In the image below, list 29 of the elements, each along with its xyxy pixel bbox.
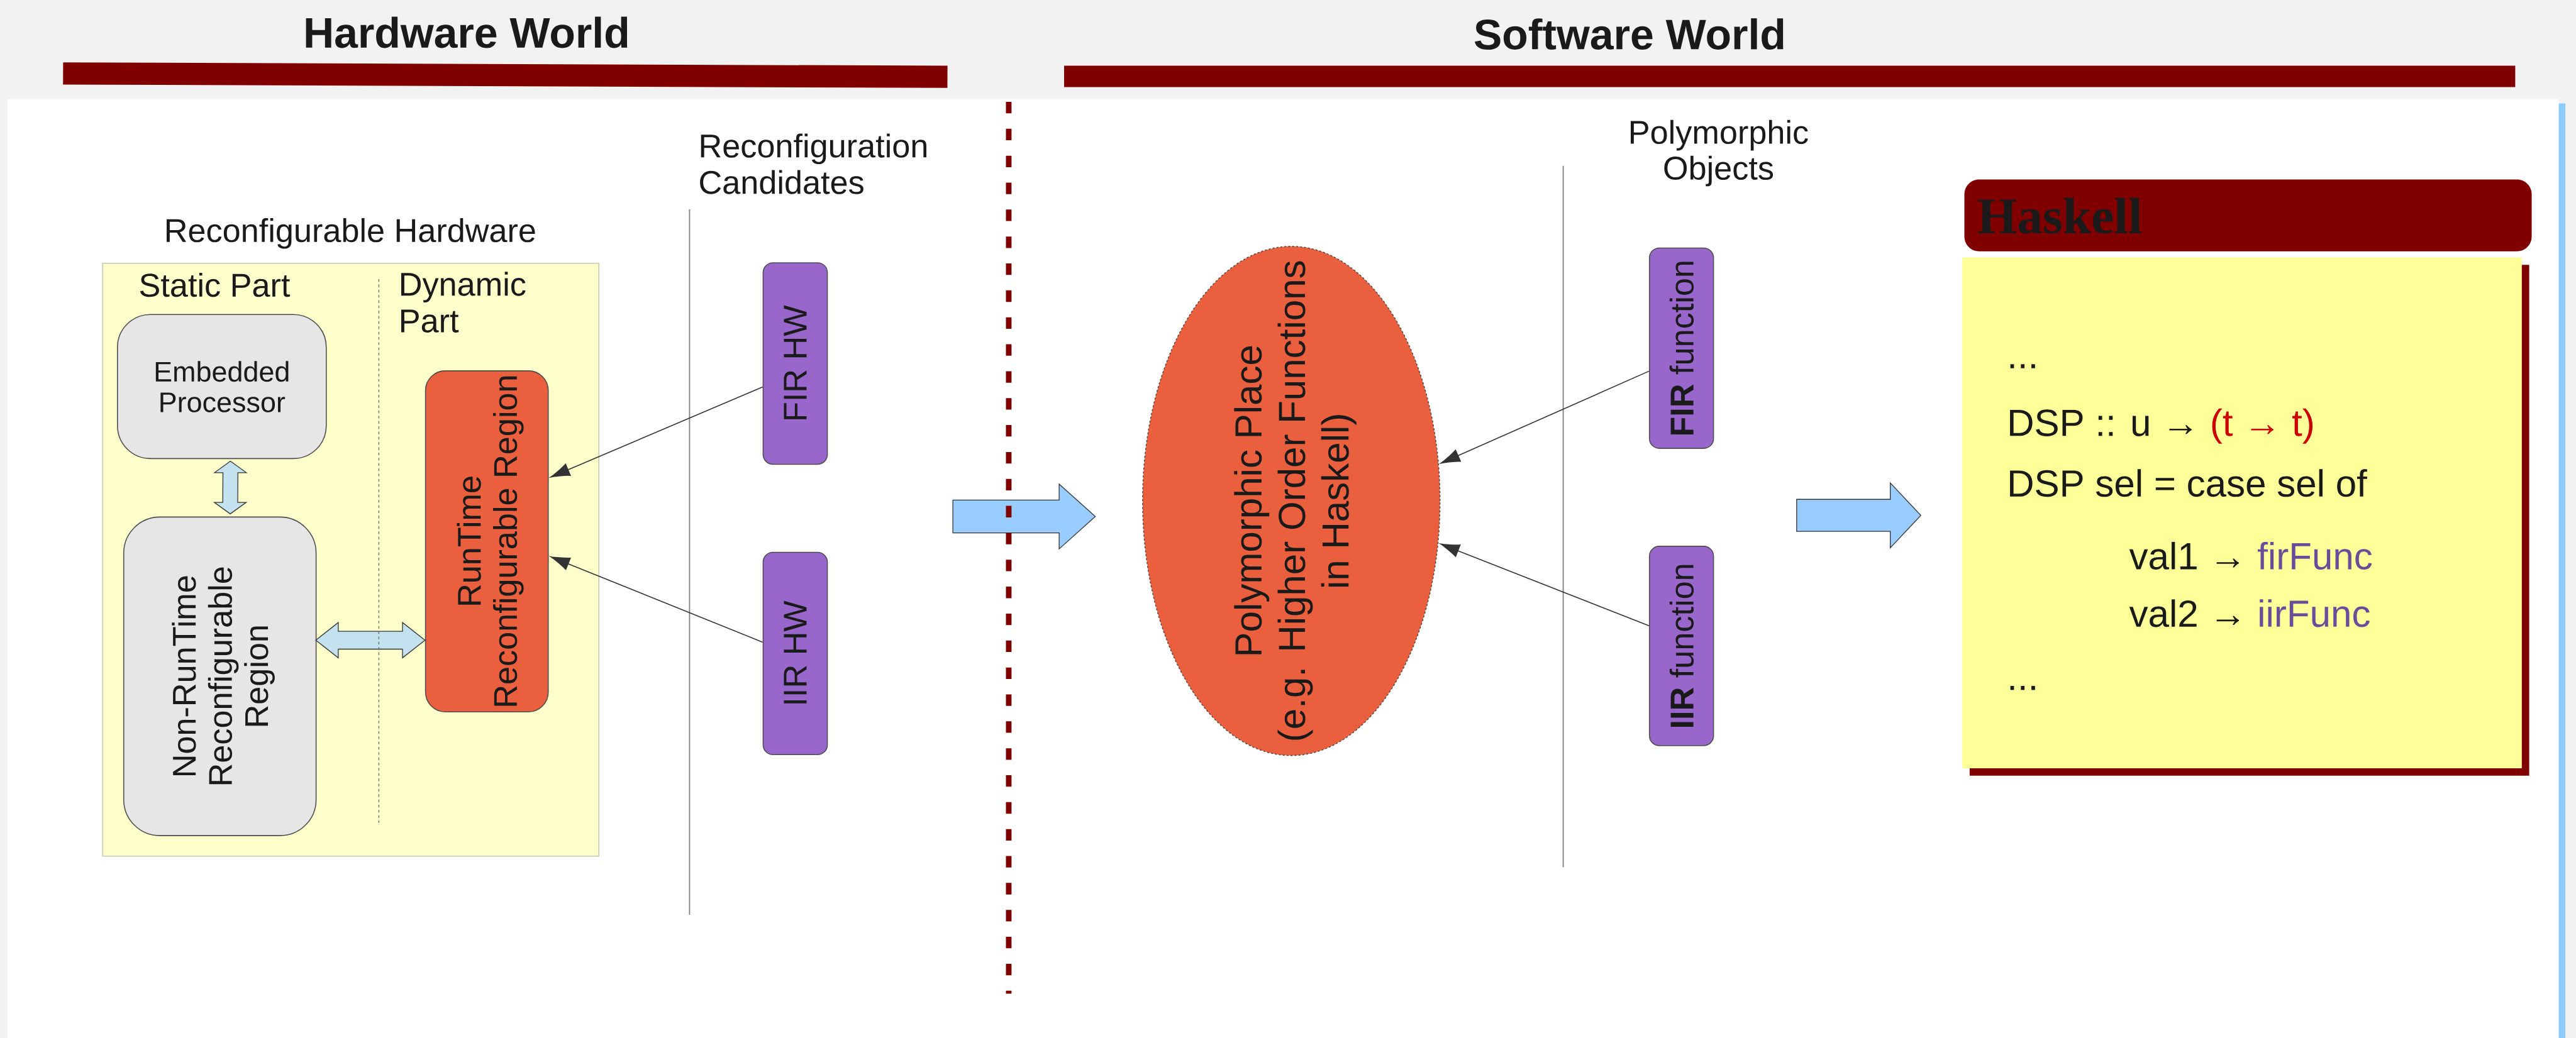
column-heading: Static Part	[140, 272, 291, 297]
code-line: ...	[2010, 686, 2035, 690]
arrow	[550, 386, 763, 478]
panel-heading: Reconfigurable Hardware	[167, 218, 535, 249]
code-line: DSP sel = case sel of	[2010, 469, 2367, 497]
section-heading: Hardware World	[306, 16, 628, 48]
processor-box: Embedded Processor	[117, 314, 327, 460]
block-arrow	[1796, 482, 1922, 549]
candidate-box: FIR HW	[762, 262, 828, 465]
region-box: Non-RunTime Reconfigurable Region	[123, 516, 317, 836]
region-box: RunTime Reconfigurable Region	[425, 370, 549, 712]
column-heading: Polymorphic Objects	[1631, 119, 1808, 187]
code-line: DSP :: u → (t → t)	[2010, 408, 2313, 444]
candidate-box: IIR HW	[762, 551, 828, 756]
arrow	[1440, 370, 1650, 464]
block-arrow	[952, 483, 1096, 550]
column-heading: Reconfiguration Candidates	[700, 133, 926, 194]
section-heading: Software World	[1474, 18, 1784, 50]
function-box: FIR function	[1648, 247, 1714, 449]
arrow	[550, 556, 763, 643]
arrow	[1440, 543, 1650, 627]
block-arrow	[213, 460, 248, 515]
code-line: ...	[2010, 364, 2035, 368]
column-heading: Dynamic Part	[401, 272, 526, 333]
code-line: val2 → iirFunc	[2129, 599, 2370, 627]
block-arrow	[315, 621, 426, 659]
code-line: val1 → firFunc	[2129, 541, 2372, 570]
function-box: IIR function	[1648, 546, 1714, 746]
header-band: Haskell	[1964, 179, 2532, 251]
